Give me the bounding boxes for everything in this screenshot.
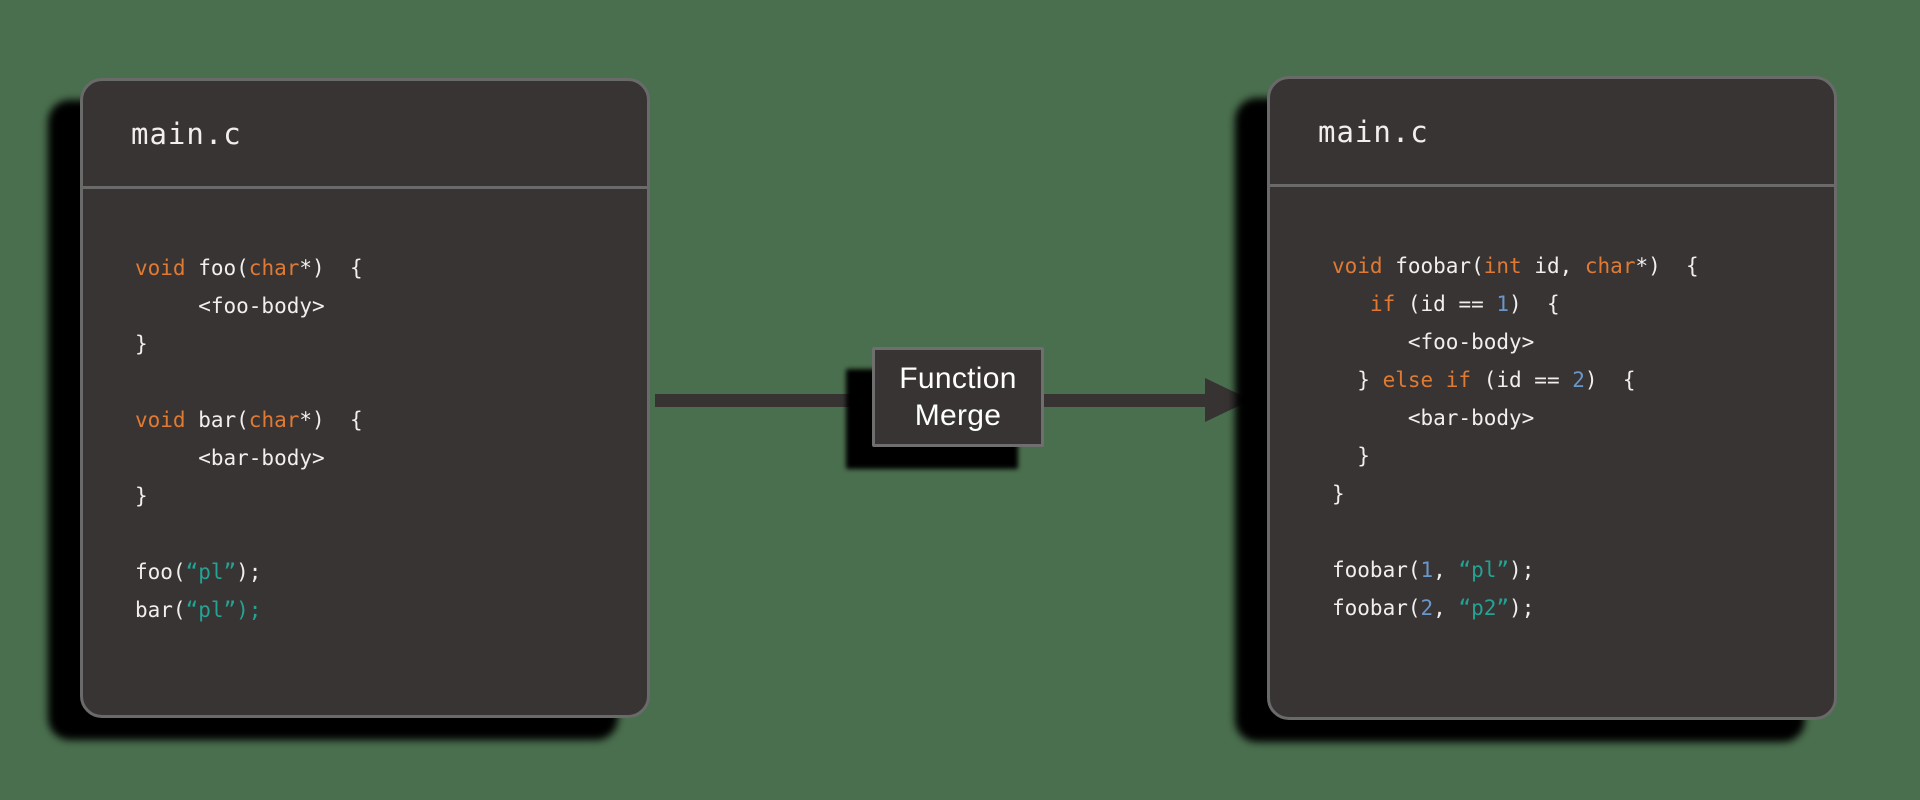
- merged-code-window: main.c void foobar(int id, char*) { if (…: [1267, 76, 1837, 720]
- code-line: [135, 363, 647, 401]
- code-line: <foo-body>: [1332, 330, 1535, 354]
- source-code-block: void foo(char*) { <foo-body>} void bar(c…: [83, 189, 647, 629]
- function-merge-label-box: Function Merge: [872, 347, 1044, 447]
- code-line: } else if (id == 2) {: [1332, 368, 1636, 392]
- code-line: [135, 515, 647, 553]
- merge-label-line2: Merge: [914, 399, 1002, 432]
- code-line: <bar-body>: [135, 446, 325, 470]
- source-window-titlebar: main.c: [83, 81, 647, 189]
- source-code-window: main.c void foo(char*) { <foo-body>} voi…: [80, 78, 650, 718]
- code-line: bar(“pl”);: [135, 598, 262, 622]
- code-line: [1332, 513, 1834, 551]
- code-line: }: [1332, 444, 1370, 468]
- merged-window-title: main.c: [1318, 114, 1429, 149]
- code-line: }: [135, 332, 148, 356]
- code-line: if (id == 1) {: [1369, 292, 1560, 316]
- code-line: void foobar(int id, char*) {: [1332, 254, 1699, 278]
- code-line: }: [135, 484, 148, 508]
- code-line: foo(“pl”);: [135, 560, 262, 584]
- code-line: void bar(char*) {: [135, 408, 363, 432]
- code-line: }: [1332, 482, 1345, 506]
- merged-code-block: void foobar(int id, char*) { if (id == 1…: [1270, 187, 1834, 627]
- code-line: <foo-body>: [135, 294, 325, 318]
- code-line: <bar-body>: [1332, 406, 1535, 430]
- merge-arrow-head-icon: [1205, 378, 1251, 422]
- merged-window-titlebar: main.c: [1270, 79, 1834, 187]
- code-line: foobar(1, “pl”);: [1332, 558, 1535, 582]
- source-window-title: main.c: [131, 116, 242, 151]
- merge-label-line1: Function: [899, 362, 1017, 395]
- code-line: foobar(2, “p2”);: [1332, 596, 1535, 620]
- code-line: void foo(char*) {: [135, 256, 363, 280]
